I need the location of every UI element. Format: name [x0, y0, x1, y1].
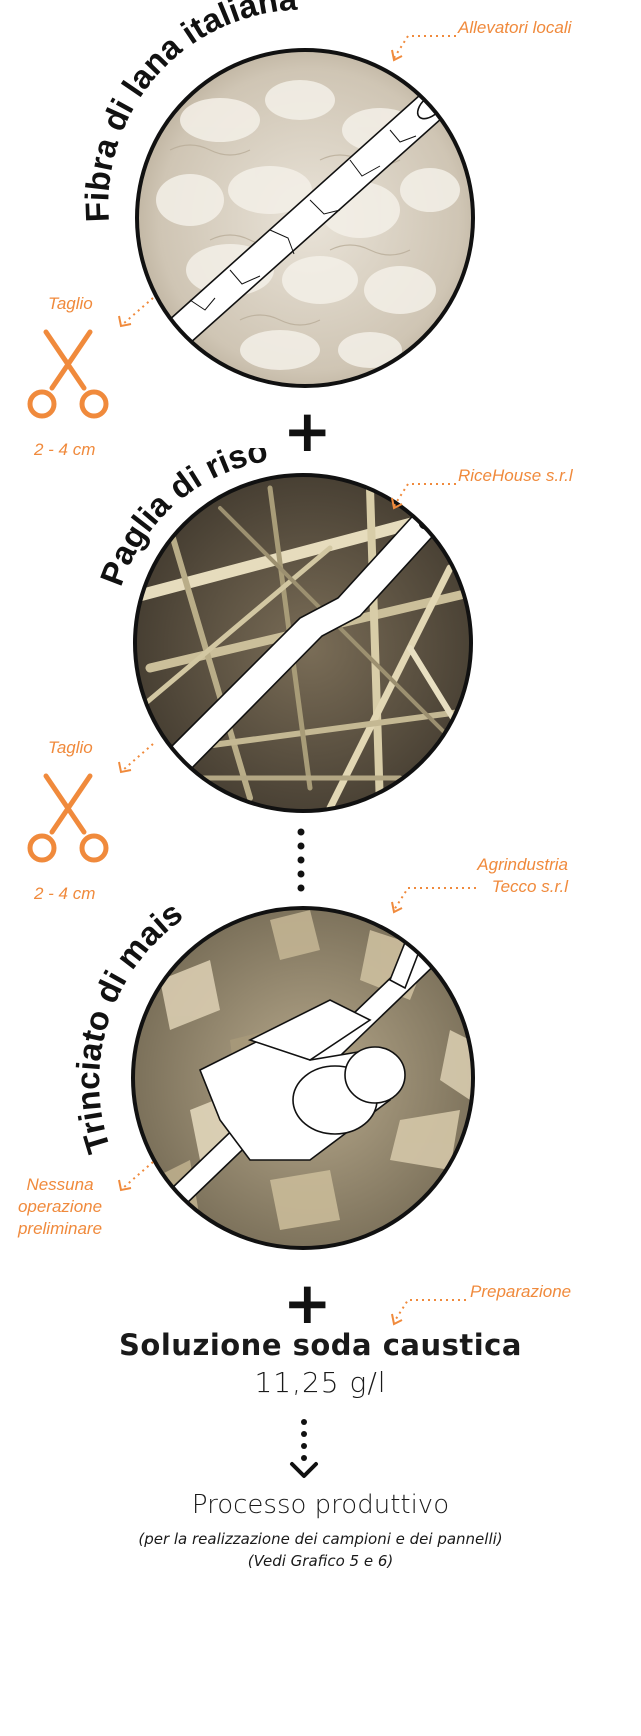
wool-photo [130, 40, 490, 400]
source-note-wool: Allevatori locali [458, 18, 571, 38]
corn-section: Trinciato di mais [70, 860, 540, 1260]
process-note-corn: Nessuna operazione preliminare [10, 1174, 110, 1240]
dotted-arrow-icon [388, 28, 458, 68]
process-subtitle: (per la realizzazione dei campioni e dei… [0, 1530, 641, 1548]
solution-title: Soluzione soda caustica [0, 1328, 641, 1362]
dotted-arrow-icon [388, 476, 458, 516]
dotted-arrow-icon [115, 1156, 155, 1196]
plus-icon: + [283, 1274, 332, 1332]
scissors-icon [26, 770, 110, 864]
dotted-arrow-icon [115, 292, 155, 332]
chevron-down-icon [284, 1416, 324, 1482]
process-reference: (Vedi Grafico 5 e 6) [0, 1552, 641, 1570]
dotted-arrow-icon [388, 1292, 468, 1332]
process-note-straw: Taglio [48, 738, 93, 758]
process-title: Processo produttivo [0, 1490, 641, 1520]
source-note-straw: RiceHouse s.r.l [458, 466, 573, 486]
solution-value: 11,25 g/l [0, 1366, 641, 1399]
dotted-arrow-icon [115, 738, 155, 778]
preparation-note: Preparazione [470, 1282, 571, 1302]
wool-section: Fibra di lana italiana [70, 0, 540, 400]
process-note-wool: Taglio [48, 294, 93, 314]
source-note-corn: Agrindustria Tecco s.r.l [468, 854, 568, 898]
scissors-icon [26, 326, 110, 420]
dotted-arrow-icon [388, 880, 478, 920]
